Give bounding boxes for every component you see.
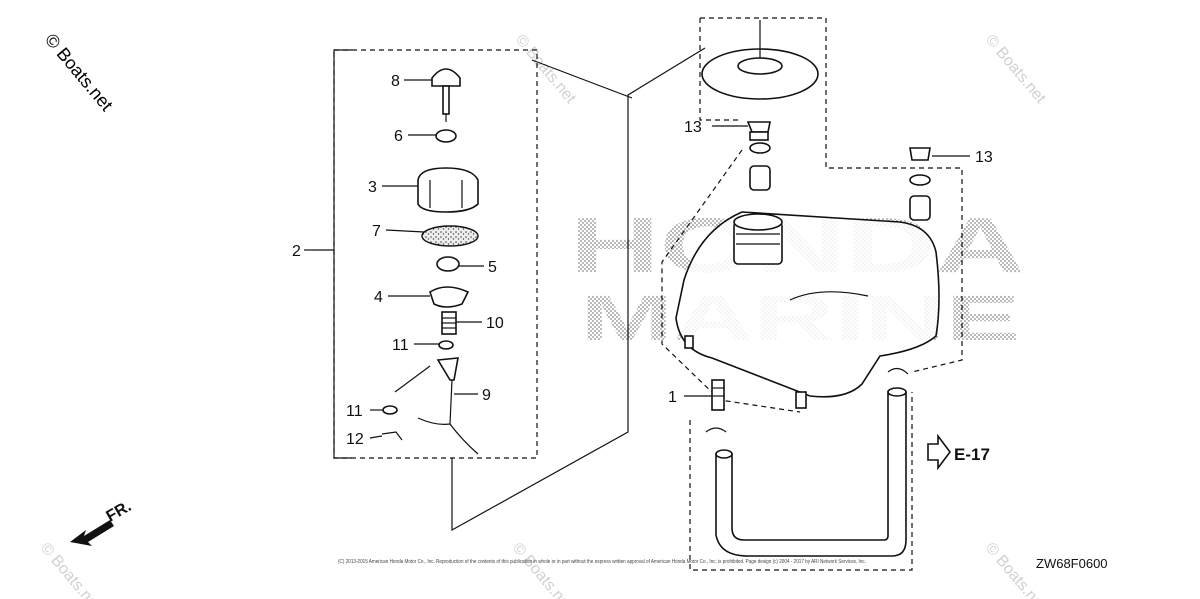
reference-arrow-e17[interactable]: E-17 (927, 433, 990, 471)
callout-5: 5 (488, 259, 497, 276)
part-9-strap (394, 357, 479, 455)
part-13-grommet-b (909, 147, 931, 221)
part-11-washer-a (438, 340, 454, 350)
callout-13-b: 13 (975, 149, 993, 166)
part-13-grommet-a (746, 121, 771, 191)
part-7-filter (421, 225, 479, 247)
part-1-fitting (711, 379, 725, 411)
watermark-faint-1: © Boats.net (512, 32, 579, 108)
callout-12: 12 (346, 431, 364, 448)
tank-dashed-outline (661, 17, 963, 571)
part-5-washer (436, 256, 460, 272)
callout-3: 3 (368, 179, 377, 196)
diagram-code: ZW68F0600 (1036, 556, 1108, 571)
callout-9: 9 (482, 387, 491, 404)
part-6-nut (435, 129, 457, 143)
watermark-faint-4: © Boats.net (509, 540, 576, 599)
watermark-faint-2: © Boats.net (982, 32, 1049, 108)
callout-13-a: 13 (684, 119, 702, 136)
callout-8: 8 (391, 73, 400, 90)
callout-11-b: 11 (346, 403, 363, 420)
front-direction-indicator: FR. (70, 498, 134, 546)
connector-lines (451, 47, 706, 532)
copyright-notice: (C) 2013-2015 American Honda Motor Co., … (338, 559, 866, 565)
watermark-main: © Boats.net (41, 30, 117, 115)
reference-label: E-17 (954, 445, 990, 464)
part-12-clip (381, 431, 403, 441)
part-4-seal (429, 286, 470, 308)
tank-gasket-ring (701, 48, 819, 100)
callouts-left: 8 6 3 2 7 5 4 10 11 9 11 12 (292, 73, 504, 448)
fuel-tank (675, 211, 940, 409)
fuel-hose (705, 367, 909, 557)
callout-10: 10 (486, 315, 504, 332)
callout-6: 6 (394, 128, 403, 145)
part-10-spring (441, 311, 457, 335)
callout-11-a: 11 (392, 337, 409, 354)
callout-4: 4 (374, 289, 383, 306)
callout-2: 2 (292, 243, 301, 260)
part-11-washer-b (382, 405, 398, 415)
assembly-bracket (312, 49, 538, 459)
callout-7: 7 (372, 223, 381, 240)
part-3-cap (417, 167, 479, 213)
part-8-knob (431, 68, 461, 122)
watermark-faint-3: © Boats.net (37, 540, 104, 599)
callout-1: 1 (668, 389, 677, 406)
